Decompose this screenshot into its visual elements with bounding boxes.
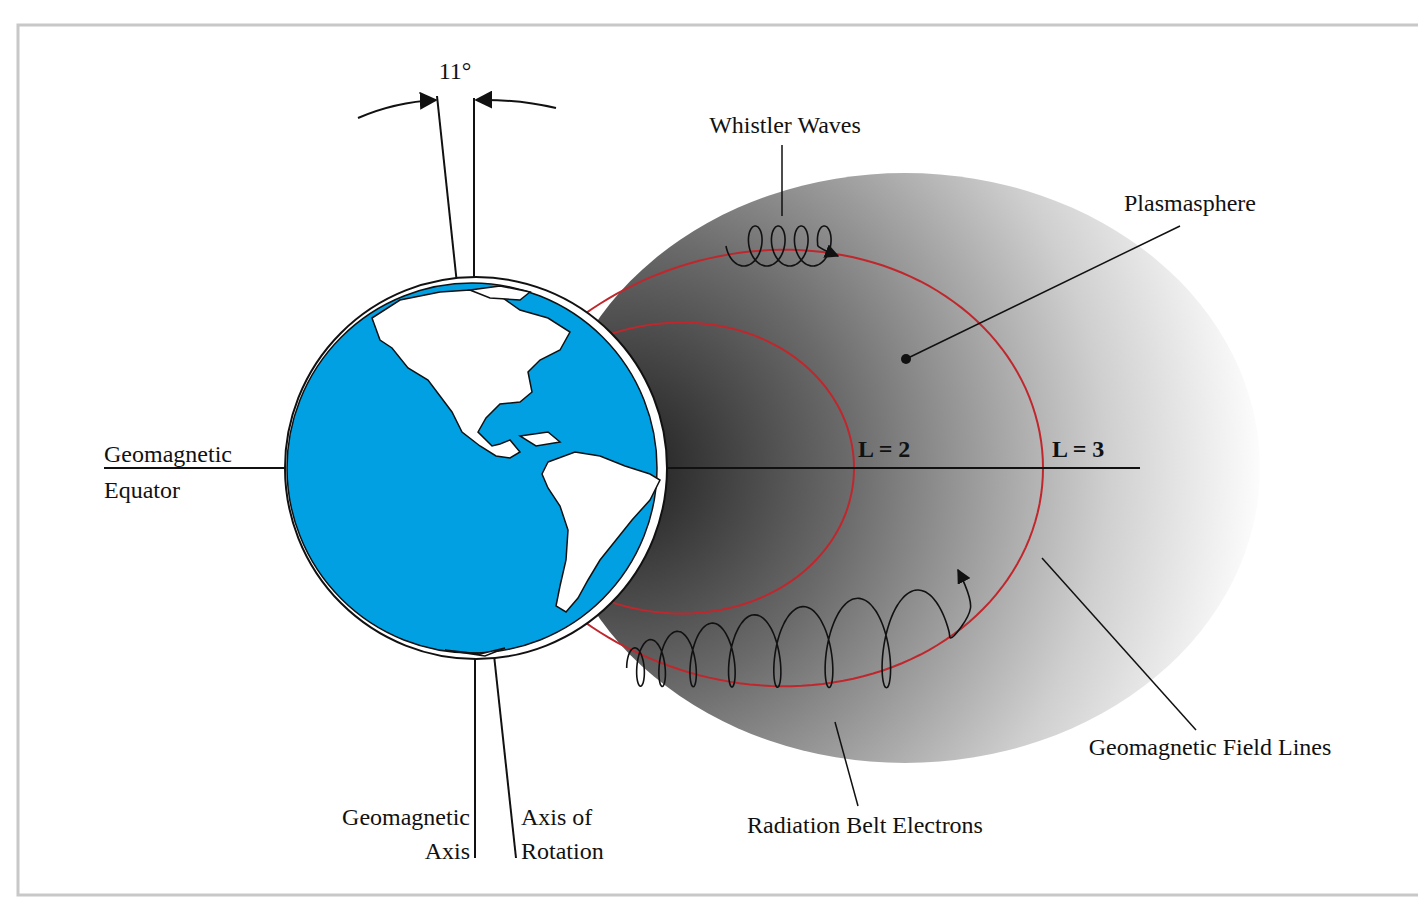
angle-arrow xyxy=(476,100,556,108)
wave-label: Whistler Waves xyxy=(680,110,890,140)
particle-paths xyxy=(627,226,971,688)
antarctica xyxy=(445,648,505,656)
equator-label: Geomagnetic Equator xyxy=(104,436,274,508)
south-america xyxy=(542,452,660,612)
angle-label: 11° xyxy=(425,56,485,86)
axis-label: Axis of Rotation xyxy=(521,800,631,868)
continents xyxy=(372,286,660,656)
geomagnetic-axis xyxy=(474,656,476,858)
earth-rim xyxy=(285,277,667,659)
equator-line xyxy=(104,467,290,469)
axis-label: Geomagnetic Axis xyxy=(310,800,470,868)
arctic-islands xyxy=(470,286,530,300)
angle-arrow xyxy=(358,100,436,118)
electron-label: Radiation Belt Electrons xyxy=(715,810,1015,840)
whistler-wave xyxy=(726,226,838,266)
rotation-axis xyxy=(473,98,475,282)
rotation-axis xyxy=(494,655,516,858)
equator-line xyxy=(660,467,1140,469)
caribbean xyxy=(520,432,560,446)
leader-line xyxy=(908,226,1180,358)
l-shell-label: L = 3 xyxy=(1052,434,1132,464)
field-line-label: Geomagnetic Field Lines xyxy=(1060,732,1360,762)
geomagnetic-axis xyxy=(437,96,457,284)
l-shell-label: L = 2 xyxy=(858,434,938,464)
electron-path xyxy=(627,570,971,688)
leader-dot xyxy=(901,354,911,364)
leader-line xyxy=(835,722,858,806)
leader-line xyxy=(1042,558,1196,730)
frame xyxy=(18,25,1418,895)
region-label: Plasmasphere xyxy=(1100,188,1280,218)
leader-line xyxy=(781,145,783,216)
north-america xyxy=(372,290,570,458)
